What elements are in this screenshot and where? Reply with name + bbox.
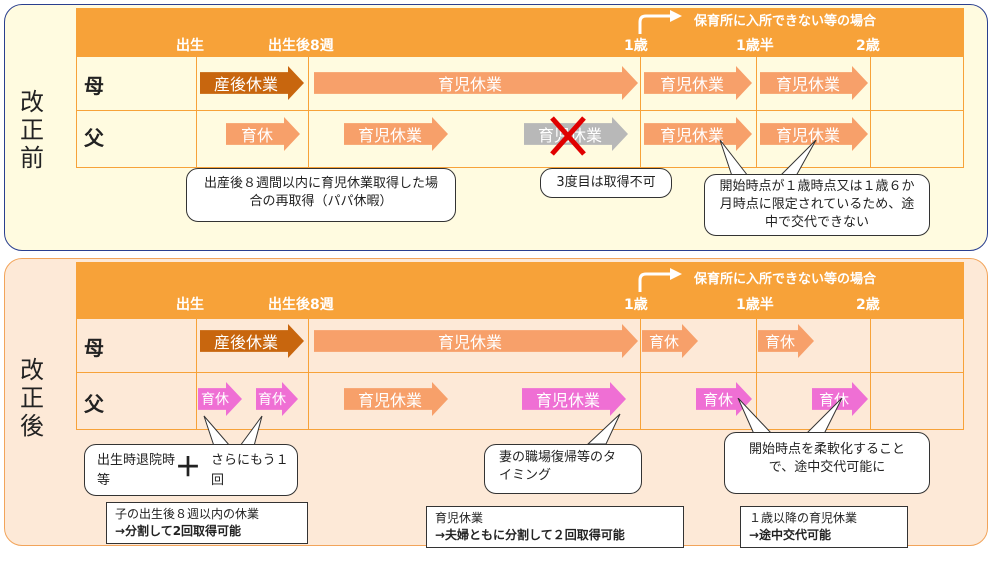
before-start-callout: 開始時点が１歳時点又は１歳６か月時点に限定されているため、途中で交代できない <box>704 174 930 236</box>
after-milestone-birth: 出生 <box>176 297 204 313</box>
birth-right-text: さらにもう１回 <box>211 453 289 488</box>
summary-box-after1y-line2: →途中交代可能 <box>749 528 832 542</box>
after-col-divider <box>870 318 871 430</box>
before-milestone-1y: 1歳 <box>624 38 648 54</box>
before-milestone-1y6m: 1歳半 <box>736 38 774 54</box>
before-father-label: 父 <box>84 126 104 150</box>
summary-box-leave: 育児休業 →夫婦ともに分割して２回取得可能 <box>426 506 684 548</box>
after-col-divider <box>196 318 197 430</box>
after-col-divider <box>308 318 309 430</box>
after-top-note: 保育所に入所できない等の場合 <box>694 272 877 287</box>
before-turn-arrow-icon <box>638 10 682 34</box>
before-start-text: 開始時点が１歳時点又は１歳６か月時点に限定されているため、途中で交代できない <box>719 179 915 230</box>
birth-callout-pointer <box>203 415 263 447</box>
after-milestone-1y: 1歳 <box>624 297 648 313</box>
before-side-label: 改正前 <box>20 88 44 172</box>
cross-icon <box>550 116 586 156</box>
after-mother-label: 母 <box>84 336 104 360</box>
after-header-band <box>76 262 964 318</box>
flex-text: 開始時点を柔軟化することで、途中交代可能に <box>748 442 905 475</box>
plus-icon: ＋ <box>175 453 202 483</box>
summary-box-leave-line2: →夫婦ともに分割して２回取得可能 <box>435 528 625 542</box>
before-row-divider <box>76 110 964 111</box>
after-grid <box>76 318 964 430</box>
summary-box-8weeks: 子の出生後８週以内の休業 →分割して2回取得可能 <box>106 502 308 544</box>
after-side-label: 改正後 <box>20 356 44 440</box>
before-col-divider <box>308 56 309 168</box>
after-milestone-1y6m: 1歳半 <box>736 297 774 313</box>
after-milestone-2y: 2歳 <box>856 297 880 313</box>
after-row-divider <box>76 372 964 373</box>
after-milestone-8w: 出生後8週 <box>268 297 334 313</box>
summary-box-after1y-line1: １歳以降の育児休業 <box>749 511 858 525</box>
third-time-callout: 3度目は取得不可 <box>540 168 672 198</box>
before-top-note: 保育所に入所できない等の場合 <box>694 14 877 29</box>
before-col-divider <box>870 56 871 168</box>
after-turn-arrow-icon <box>638 268 682 292</box>
papa-leave-callout: 出産後８週間以内に育児休業取得した場合の再取得（パパ休暇） <box>186 168 456 222</box>
summary-box-leave-line1: 育児休業 <box>435 511 484 525</box>
summary-box-8weeks-line1: 子の出生後８週以内の休業 <box>115 507 260 521</box>
after-col-divider <box>756 318 757 430</box>
summary-box-8weeks-line2: →分割して2回取得可能 <box>115 524 242 538</box>
after-col-divider <box>640 318 641 430</box>
spouse-text: 妻の職場復帰等のタイミング <box>499 450 617 483</box>
third-time-text: 3度目は取得不可 <box>556 175 656 190</box>
flex-callout: 開始時点を柔軟化することで、途中交代可能に <box>724 432 930 494</box>
before-header-band <box>76 8 964 56</box>
after-father-label: 父 <box>84 392 104 416</box>
before-milestone-8w: 出生後8週 <box>268 38 334 54</box>
before-mother-label: 母 <box>84 74 104 98</box>
before-col-divider <box>756 56 757 168</box>
before-col-divider <box>196 56 197 168</box>
before-grid <box>76 56 964 168</box>
spouse-callout-pointer <box>586 413 621 445</box>
before-milestone-birth: 出生 <box>176 38 204 54</box>
before-milestone-2y: 2歳 <box>856 38 880 54</box>
spouse-callout: 妻の職場復帰等のタイミング <box>484 444 642 494</box>
summary-box-after1y: １歳以降の育児休業 →途中交代可能 <box>740 506 908 548</box>
birth-left-text: 出生時退院時等 <box>97 453 176 488</box>
birth-callout: 出生時退院時等 ＋ さらにもう１回 <box>84 444 298 496</box>
before-col-divider <box>640 56 641 168</box>
papa-leave-text: 出産後８週間以内に育児休業取得した場合の再取得（パパ休暇） <box>203 176 438 209</box>
